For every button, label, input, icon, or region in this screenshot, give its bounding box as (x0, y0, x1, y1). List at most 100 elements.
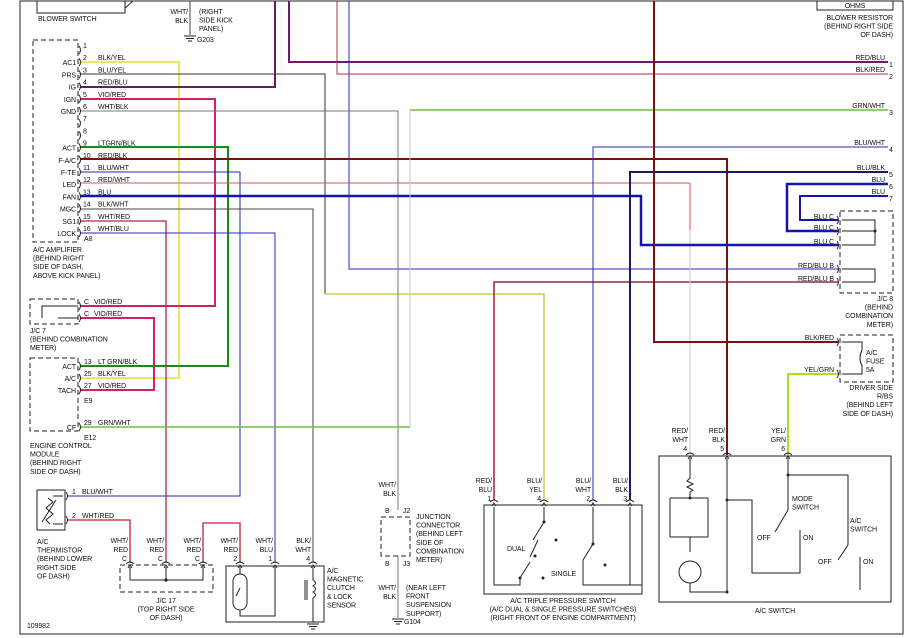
ac-switch-wire-color: YEL/ (771, 428, 786, 435)
ecm-wire-color: LT GRN/BLK (98, 359, 138, 366)
amplifier-pin-number: 9 (83, 141, 87, 148)
connector-terminal-icon (78, 155, 81, 165)
label-line: CLUTCH (327, 585, 355, 592)
thermistor-wire-color: BLU/WHT (82, 489, 114, 496)
jc7-pin: C (84, 311, 89, 318)
label-line: RIGHT SIDE (37, 565, 76, 572)
connector-terminal-icon (836, 264, 839, 274)
amplifier-pin-number: 8 (83, 128, 87, 135)
wire-red-blk (80, 158, 728, 455)
label-line: MAGNETIC (327, 577, 363, 584)
wire-red-blu-jc8 (348, 1, 838, 270)
junction-pin: B (385, 508, 390, 515)
label-line: (BEHIND LEFT (416, 531, 463, 538)
ecm-wire-color: BLK/YEL (98, 371, 126, 378)
label-line: ENGINE CONTROL (30, 443, 92, 450)
wire-wht-blu-lock (80, 232, 276, 563)
wire-vio-red-ign (80, 98, 216, 307)
label-line: MODE (792, 496, 813, 503)
amplifier-pin-number: 4 (83, 80, 87, 87)
junction-j3: J3 (403, 561, 410, 568)
amplifier-pin-name: IGN (64, 97, 76, 104)
label-line: SUPPORT) (406, 611, 441, 618)
ohms-label: OHMS (845, 3, 866, 10)
connector-terminal-icon (65, 515, 68, 525)
wire-red-wht (80, 182, 691, 230)
connector-terminal-icon (198, 561, 208, 569)
connector-terminal-icon (65, 491, 68, 501)
label-line: SWITCH (850, 527, 877, 534)
label-line: A/C TRIPLE PRESSURE SWITCH (510, 598, 615, 605)
amplifier-pin-number: 5 (83, 92, 87, 99)
led-icon (678, 560, 702, 584)
jc17-pin: C (122, 556, 127, 563)
figure-id: 109982 (27, 623, 50, 630)
connector-terminal-icon (78, 118, 81, 128)
resistor-wire-color: BLK/RED (856, 67, 885, 74)
label-line: JUNCTION (416, 514, 451, 521)
label-line: ABOVE KICK PANEL) (33, 273, 100, 280)
amplifier-pin-name: GND (61, 109, 76, 116)
amplifier-pin-number: 3 (83, 67, 87, 74)
connector-terminal-icon (78, 57, 81, 67)
wire-blk-wht-mgc (80, 208, 314, 563)
label-line: J/C 8 (877, 296, 893, 303)
connector-terminal-icon (78, 385, 81, 395)
amplifier-pin-name: F-TE (61, 170, 77, 177)
mode-on-label: ON (803, 535, 813, 542)
junction-wire-label: BLK (383, 594, 396, 601)
connector-terminal-icon (270, 561, 280, 569)
amplifier-wire-color: RED/BLU (98, 80, 128, 87)
amplifier-wire-color: LTGRN/BLK (98, 141, 136, 148)
connector-terminal-icon (836, 277, 839, 287)
connector-terminal-icon (489, 499, 499, 507)
amplifier-pin-name: SG1 (62, 219, 76, 226)
label-line: (BEHIND RIGHT SIDE (824, 24, 893, 31)
label-line: A/C (327, 568, 338, 575)
pressure-switch-wire-color: RED/ (476, 478, 492, 485)
amplifier-wire-color: BLU/YEL (98, 67, 126, 74)
wire-blk-yel (80, 61, 180, 379)
connector-terminal-icon (78, 179, 81, 189)
ecm-pin-name: ACT (62, 364, 77, 371)
label-line: MODULE (30, 452, 60, 459)
connector-terminal-icon (836, 369, 839, 379)
jc8-pin-label: BLU C (814, 225, 834, 232)
ecm-pin-number: 29 (84, 420, 92, 427)
label-line: SUSPENSION (406, 602, 451, 609)
ecm-connector-e12: E12 (84, 435, 96, 442)
resistor-wire-color: BLU/BLK (857, 165, 886, 172)
amplifier-wire-color: WHT/RED (98, 214, 130, 221)
pressure-switch-wire-color: BLU/ (576, 478, 591, 485)
wire-blu-wht-thermistor (68, 171, 241, 497)
label-line: (BEHIND RIGHT (33, 256, 85, 263)
connector-terminal-icon (685, 452, 695, 460)
g203-wire-label: BLK (175, 18, 188, 25)
clutch-wire-color: BLK/ (296, 538, 311, 545)
amplifier-pin-number: 12 (83, 177, 91, 184)
clutch-wire-color: RED (224, 547, 239, 554)
label-line: SIDE OF (416, 540, 443, 547)
label-line: A/C (37, 539, 48, 546)
wire-wht-red-clutch (202, 522, 241, 563)
amplifier-pin-number: 15 (83, 214, 91, 221)
thermistor-wire-color: WHT/RED (82, 513, 114, 520)
amplifier-pin-number: 2 (83, 55, 87, 62)
resistor-pin-number: 7 (889, 196, 893, 203)
jc8-pin-label: RED/BLU B (798, 276, 834, 283)
label-line: METER) (867, 322, 893, 329)
jc17-wire-color: RED (150, 547, 165, 554)
jc7-wire-color: VIO/RED (94, 299, 122, 306)
ground-icon (392, 618, 404, 625)
pressure-switch-wire-color: BLU/ (527, 478, 542, 485)
